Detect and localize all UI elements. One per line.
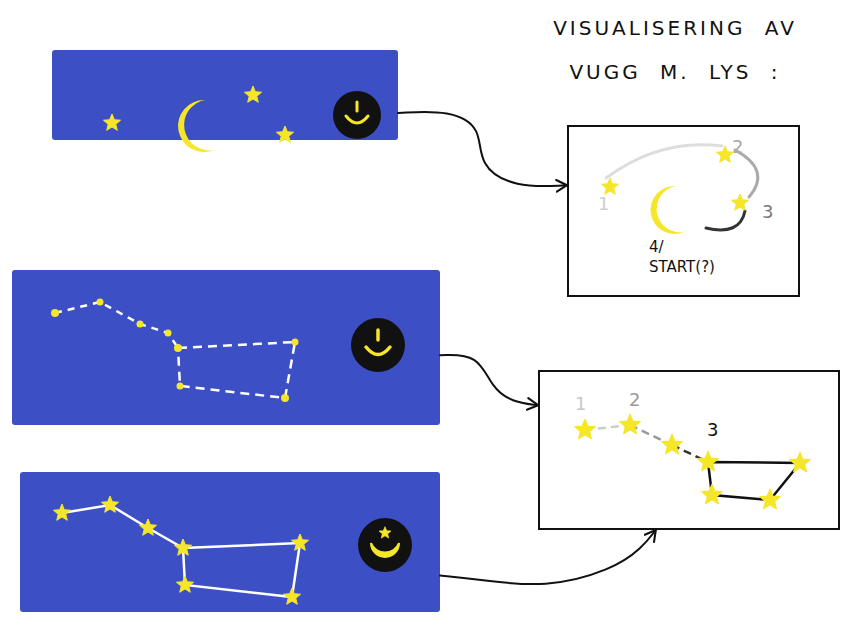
star (139, 519, 156, 535)
callout-number: 4/ START(?) (649, 237, 733, 277)
night-sky-panel (20, 472, 440, 612)
sequence-sketch-2 (575, 414, 811, 509)
lamp-icon (333, 91, 381, 139)
star (244, 86, 261, 102)
night-sky-1 (103, 86, 381, 152)
star (662, 434, 683, 454)
star (760, 489, 781, 509)
star (174, 539, 191, 555)
star (101, 496, 118, 512)
star (698, 451, 719, 471)
star (103, 114, 120, 130)
night-sky-panel (12, 270, 440, 425)
star (620, 414, 641, 434)
constellation-stars (53, 496, 412, 604)
curved-arrow (440, 530, 656, 584)
callout-number: 1 (575, 394, 586, 414)
star (276, 126, 293, 142)
constellation-dots (51, 299, 405, 403)
callout-number: 3 (707, 420, 718, 440)
callout-number: 2 (629, 390, 640, 410)
moon-lamp-icon (358, 518, 412, 572)
star (601, 178, 618, 194)
title: VISUALISERING AV VUGG M. LYS : (515, 6, 835, 94)
star (731, 194, 748, 210)
star (53, 504, 70, 520)
star (716, 146, 733, 162)
callout-number: 3 (762, 202, 773, 222)
star (790, 452, 811, 472)
callout-number: 1 (598, 194, 609, 214)
night-sky-panel (52, 50, 398, 140)
callout-number: 2 (732, 137, 743, 157)
lamp-icon (351, 318, 405, 372)
star (702, 484, 723, 504)
sequence-sketch-1 (601, 145, 757, 234)
moon (651, 186, 684, 234)
star (283, 588, 300, 604)
sketch-box: 1 2 3 4/ START(?) (567, 125, 800, 297)
star (575, 419, 596, 439)
star (291, 534, 308, 550)
curved-arrow (398, 112, 567, 186)
connector-layer (398, 112, 656, 584)
star (176, 576, 193, 592)
sketch-box: 1 2 3 (538, 370, 840, 530)
moon (178, 100, 214, 152)
curved-arrow (440, 355, 538, 405)
